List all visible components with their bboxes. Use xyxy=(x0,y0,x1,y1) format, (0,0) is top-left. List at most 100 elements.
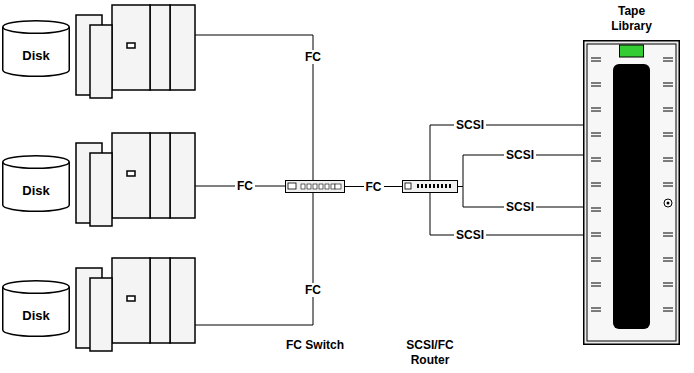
library-slot xyxy=(591,183,601,184)
library-node: Tape Library xyxy=(583,40,680,345)
switch-port xyxy=(301,184,305,189)
disk-node: Disk xyxy=(2,155,70,212)
library-slot xyxy=(663,133,673,134)
library-slot xyxy=(663,311,673,312)
library-slot xyxy=(591,161,601,162)
fc-wire xyxy=(195,193,313,325)
library-cabinet xyxy=(584,41,680,345)
server-panel xyxy=(150,5,170,90)
router-port xyxy=(425,184,427,188)
library-slot xyxy=(663,261,673,262)
server-panel xyxy=(170,133,195,218)
library-frame xyxy=(587,44,676,341)
library-slot xyxy=(591,211,601,212)
library-slot xyxy=(591,233,601,234)
library-slot xyxy=(591,83,601,84)
router-port xyxy=(445,184,447,188)
server-panel xyxy=(112,258,150,343)
disk-node: Disk xyxy=(2,20,70,77)
library-knob-dot xyxy=(667,202,670,205)
connector-line xyxy=(430,193,583,235)
server-panel xyxy=(170,258,195,343)
library-slot xyxy=(591,133,601,134)
switch-port xyxy=(288,183,296,189)
library-display xyxy=(620,45,644,57)
router-body xyxy=(403,181,458,193)
library-slot xyxy=(591,136,601,137)
server-panel xyxy=(112,5,150,90)
link-label: FC xyxy=(235,179,255,193)
server-panel xyxy=(170,5,195,90)
server-indicator xyxy=(127,171,135,176)
router-port xyxy=(437,184,439,188)
library-slot xyxy=(663,236,673,237)
library-slot xyxy=(591,61,601,62)
router-port xyxy=(405,183,411,189)
router-node: SCSI/FC Router xyxy=(402,180,458,193)
link-label: FC xyxy=(303,50,323,64)
library-slot xyxy=(663,111,673,112)
server-panel xyxy=(90,153,112,226)
disk-body xyxy=(3,21,70,77)
disk-label: Disk xyxy=(22,183,49,198)
library-slot xyxy=(591,108,601,109)
library-door xyxy=(613,64,650,329)
library-slot xyxy=(663,258,673,259)
library-slot xyxy=(663,186,673,187)
library-slot xyxy=(663,108,673,109)
switch-port xyxy=(325,184,329,189)
switch-port xyxy=(331,184,335,189)
library-slot xyxy=(591,186,601,187)
switch-port xyxy=(319,184,323,189)
library-slot xyxy=(663,61,673,62)
library-slot xyxy=(591,283,601,284)
switch-port xyxy=(335,184,341,189)
server-group xyxy=(76,5,195,351)
link-label: SCSI xyxy=(504,200,536,214)
library-slot xyxy=(663,233,673,234)
router-port xyxy=(449,184,451,188)
switch-port xyxy=(307,184,311,189)
link-label: FC xyxy=(364,180,384,194)
library-slot xyxy=(591,261,601,262)
library-slot xyxy=(663,136,673,137)
library-slot xyxy=(663,58,673,59)
library-slot xyxy=(663,286,673,287)
library-shape xyxy=(583,40,680,345)
library-slot xyxy=(663,283,673,284)
device-label: FC Switch xyxy=(270,338,360,353)
disk-label: Disk xyxy=(22,48,49,63)
router-port xyxy=(417,184,419,188)
link-label: SCSI xyxy=(504,148,536,162)
router-port xyxy=(421,184,423,188)
library-slot xyxy=(591,258,601,259)
library-slot xyxy=(663,161,673,162)
server xyxy=(76,258,195,351)
router-port xyxy=(441,184,443,188)
server xyxy=(76,5,195,98)
disk-rim xyxy=(3,287,70,293)
server-panel xyxy=(150,133,170,218)
device-label: SCSI/FC Router xyxy=(395,338,465,368)
disk-node: Disk xyxy=(2,280,70,337)
library-slot xyxy=(591,308,601,309)
server-panel xyxy=(112,133,150,218)
server-indicator xyxy=(127,296,135,301)
library-slot xyxy=(663,86,673,87)
server-panel xyxy=(150,258,170,343)
library-slot xyxy=(663,83,673,84)
server-indicator xyxy=(127,43,135,48)
disk-rim xyxy=(3,162,70,168)
disk-label: Disk xyxy=(22,308,49,323)
switch-body xyxy=(286,181,345,193)
router-port xyxy=(433,184,435,188)
router-shape xyxy=(402,180,458,193)
library-slot xyxy=(591,58,601,59)
library-slot xyxy=(663,183,673,184)
library-slot xyxy=(591,111,601,112)
connector-line xyxy=(430,125,583,180)
library-slot xyxy=(591,86,601,87)
disk-rim xyxy=(3,27,70,33)
switch-port xyxy=(313,184,317,189)
